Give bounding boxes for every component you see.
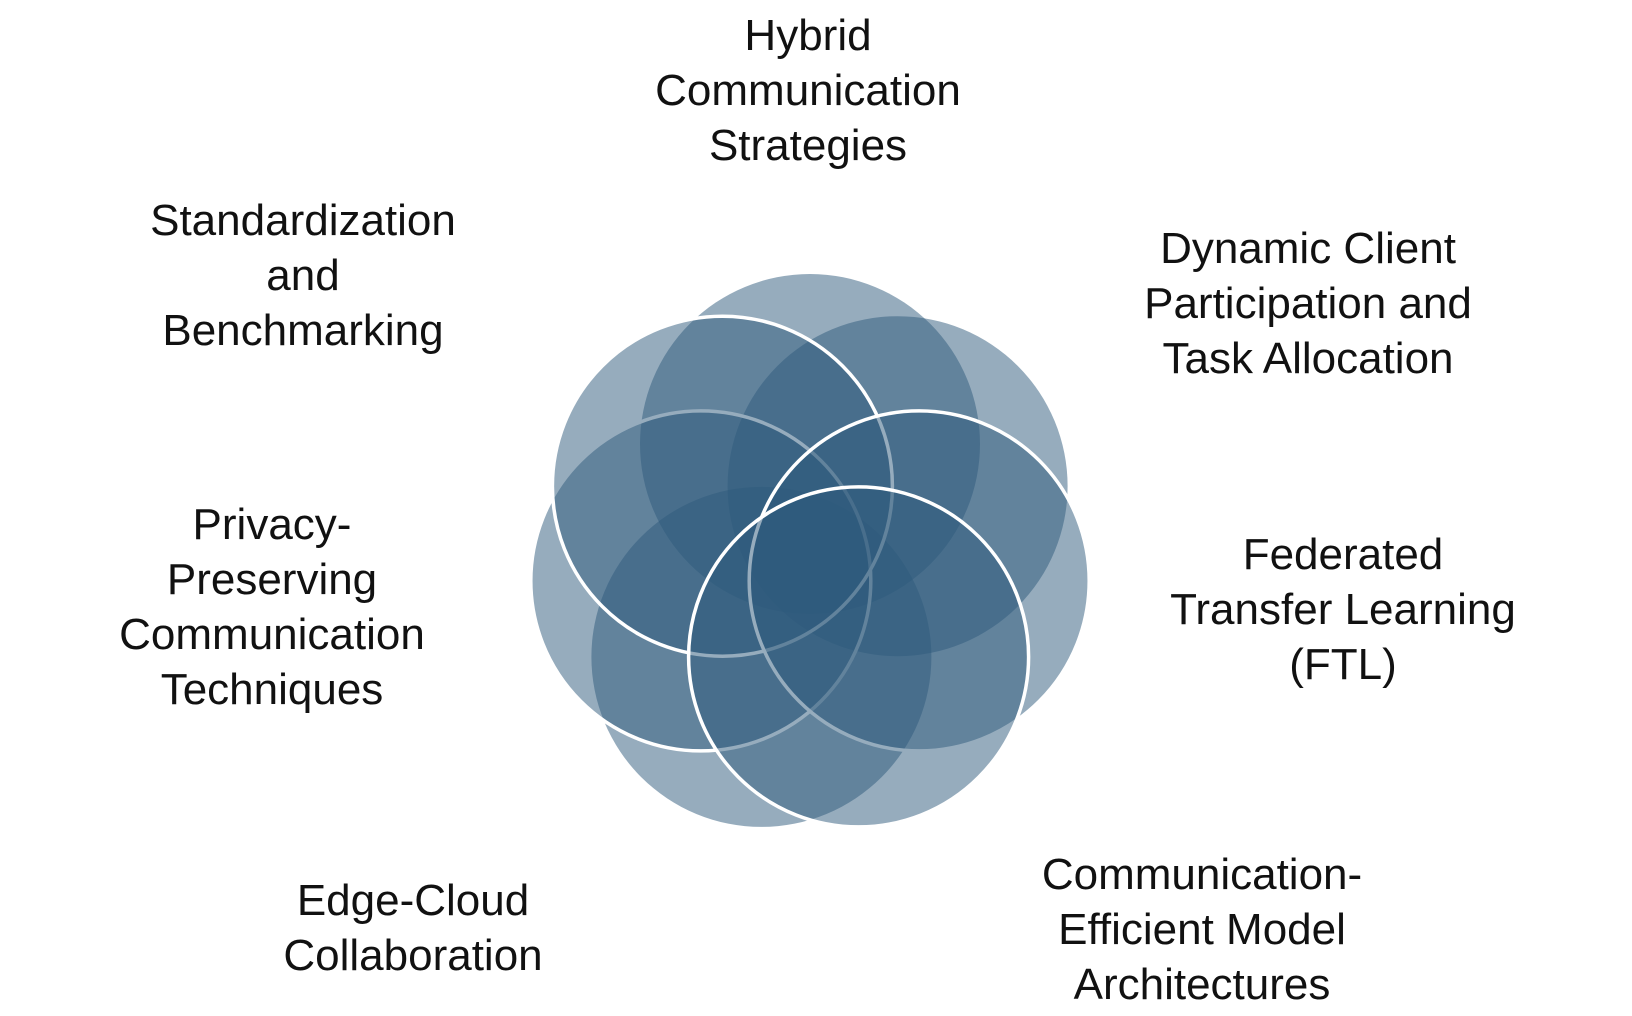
label-privacy-preserving-techniques: Privacy- Preserving Communication Techni… [119, 500, 425, 714]
label-edge-cloud-collaboration: Edge-Cloud Collaboration [283, 876, 543, 980]
label-hybrid-communication-strategies: Hybrid Communication Strategies [655, 11, 961, 170]
label-dynamic-client-participation: Dynamic Client Participation and Task Al… [1144, 224, 1472, 383]
label-standardization-benchmarking: Standardization and Benchmarking [150, 196, 456, 355]
petal-circle-comm-efficient [686, 485, 1031, 829]
petal-circles [529, 274, 1091, 829]
label-communication-efficient-architectures: Communication- Efficient Model Architect… [1041, 850, 1363, 1009]
label-federated-transfer-learning: Federated Transfer Learning (FTL) [1170, 530, 1516, 689]
